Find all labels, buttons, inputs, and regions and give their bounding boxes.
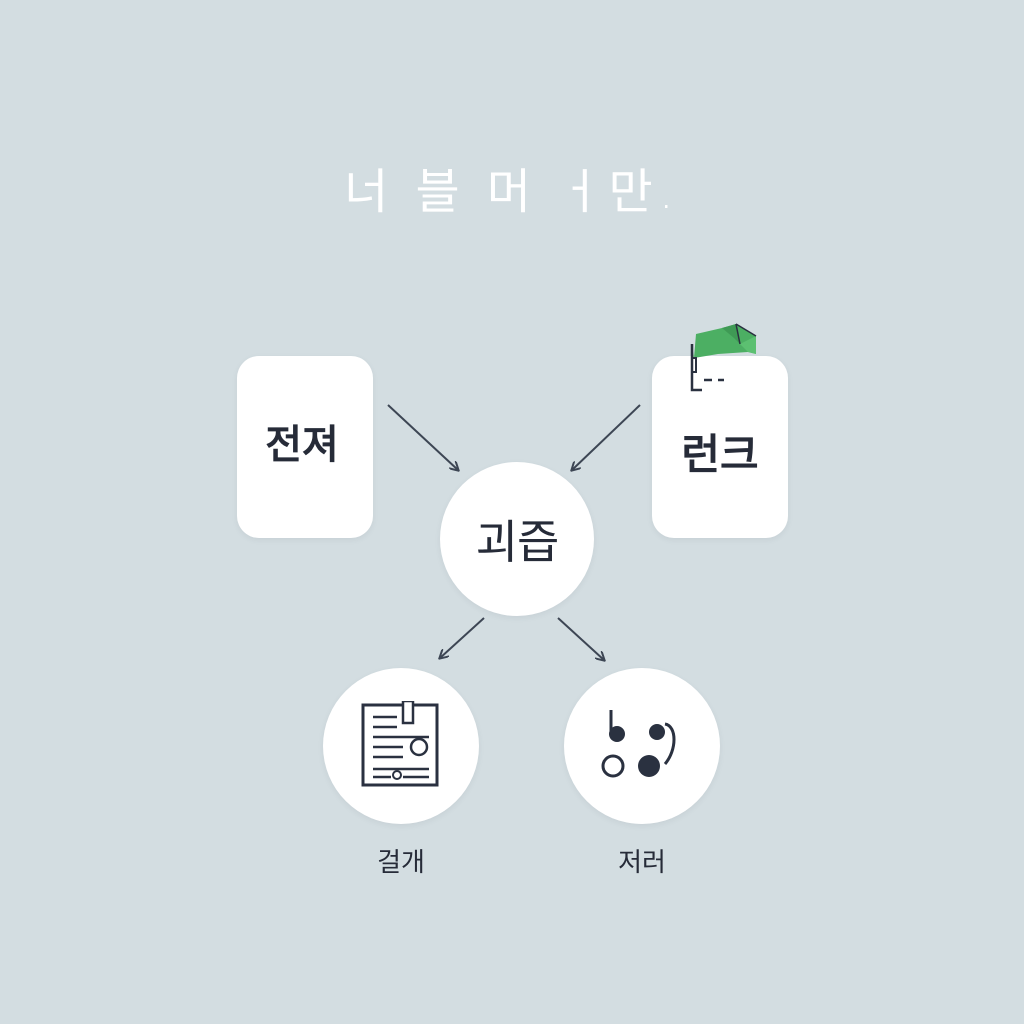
document-tag-icon — [690, 323, 757, 392]
bottom-right-label: 저러 — [618, 848, 666, 878]
diagram-title: 너 블 머 ㅓ만. — [344, 164, 680, 220]
bottom-left-node — [323, 668, 479, 824]
arrow-right-to-center — [572, 404, 641, 470]
left-card: 전져 — [237, 356, 373, 538]
left-card-label: 전져 — [265, 422, 339, 468]
form-document-icon — [361, 701, 439, 787]
center-node-label: 괴즙 — [475, 515, 560, 569]
bottom-left-label: 걸개 — [377, 848, 425, 878]
music-notes-icon — [601, 710, 676, 778]
bottom-right-node — [564, 668, 720, 824]
right-card: 런크 — [652, 356, 788, 538]
center-node: 괴즙 — [440, 462, 594, 616]
arrow-center-to-bottom-left — [440, 617, 485, 658]
arrow-left-to-center — [387, 404, 458, 470]
right-card-label: 런크 — [681, 429, 759, 479]
arrow-center-to-bottom-right — [557, 617, 604, 660]
